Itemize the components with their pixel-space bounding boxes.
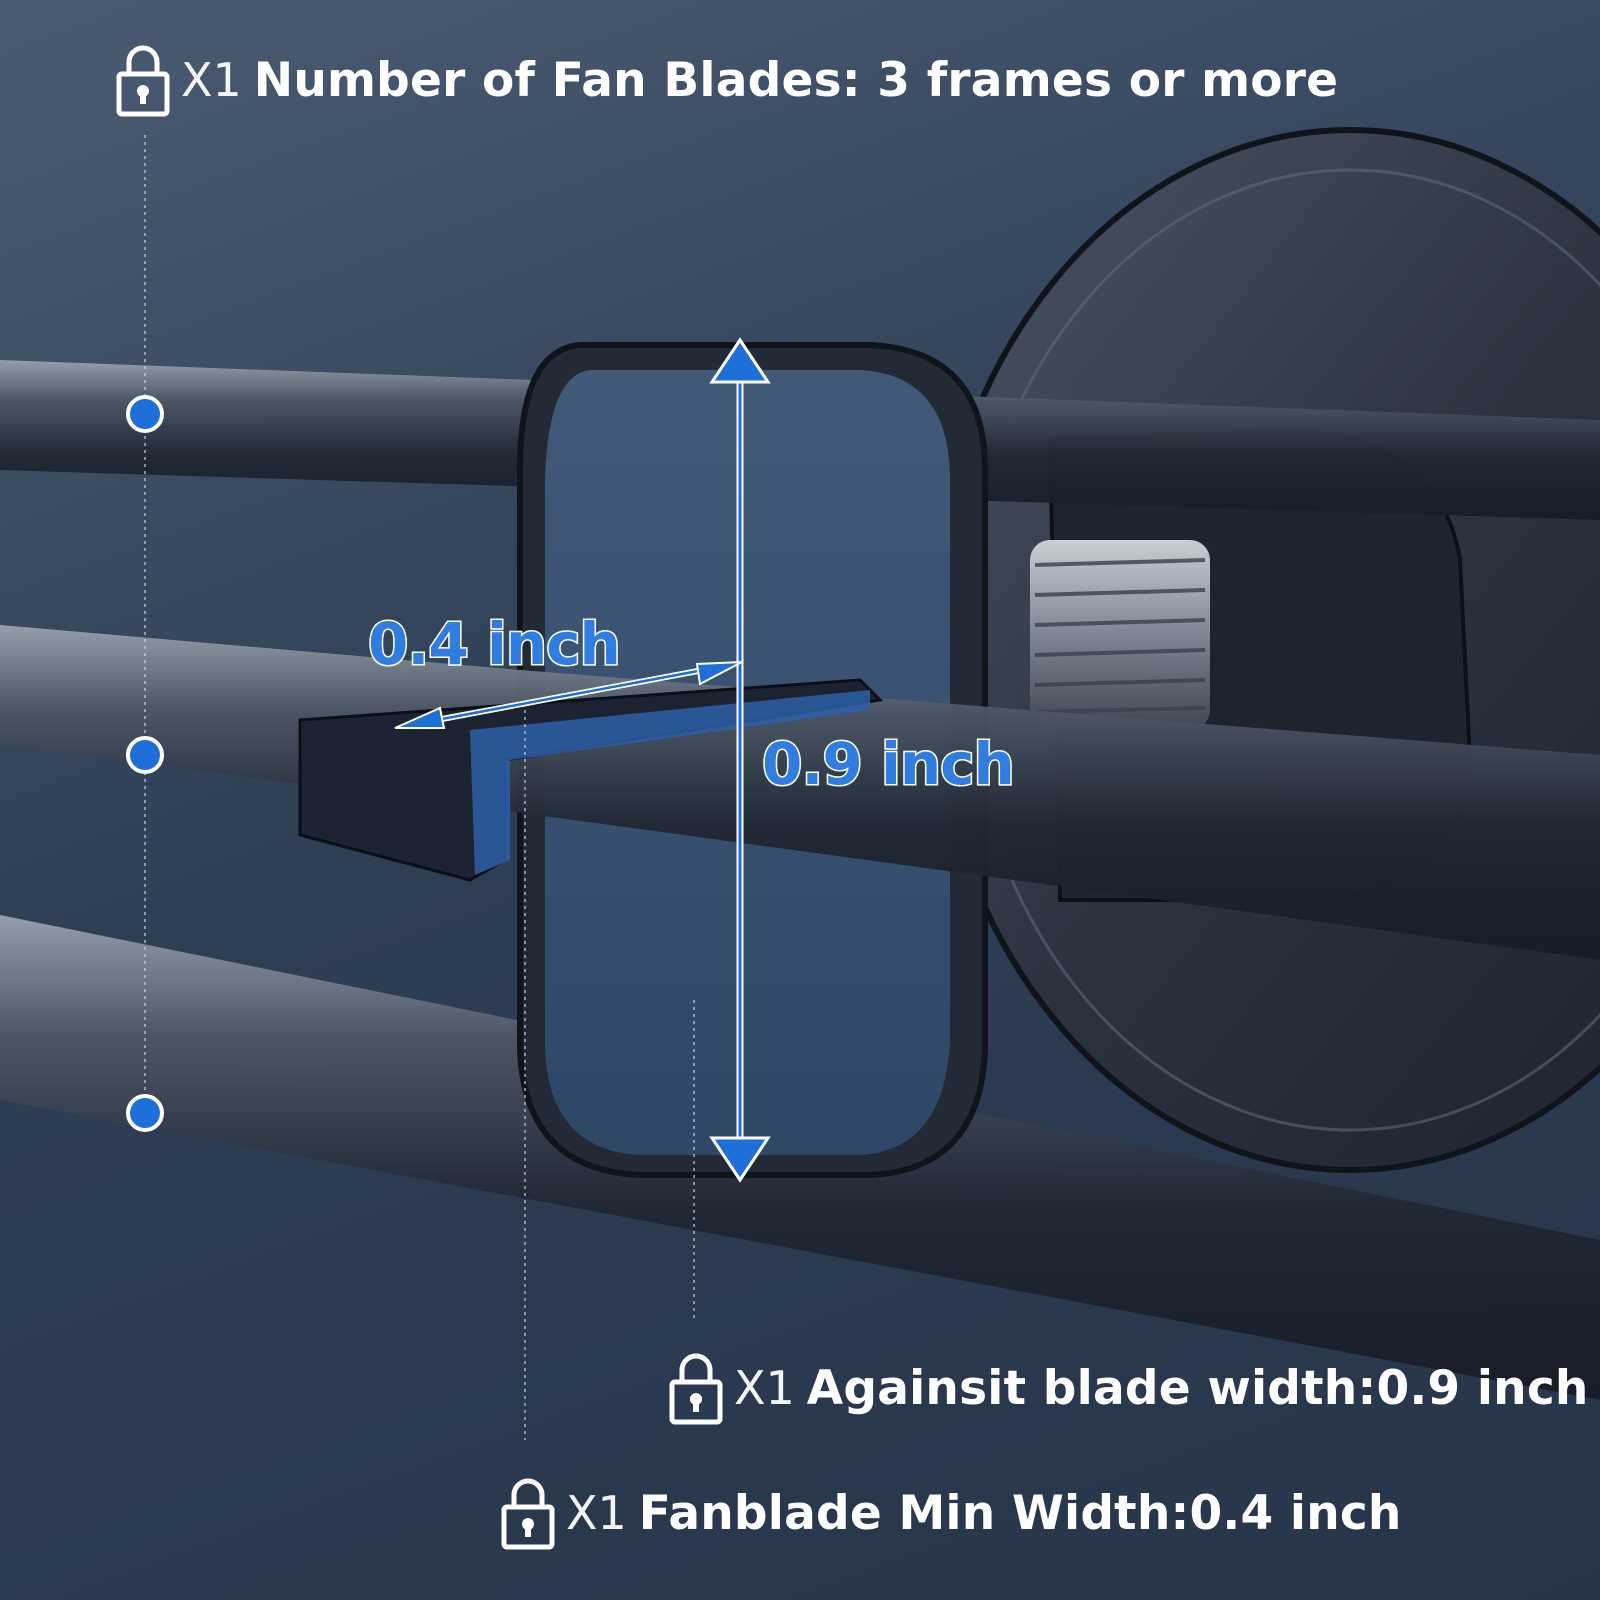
height-dimension-arrow [709,337,771,1183]
caption-quantity: X1 [566,1486,627,1540]
blade-markers [126,395,164,1132]
lock-icon [669,1353,723,1425]
guide-lines [144,135,695,1440]
width-dimension-label: 0.4 inch [367,609,623,680]
vent-clip [298,678,884,882]
lock-icon [116,45,170,117]
caption-quantity: X1 [734,1361,795,1415]
width-dimension-arrow [394,661,743,729]
caption-fan-blades: X1 Number of Fan Blades: 3 frames or mor… [115,42,1338,118]
caption-min-width: X1 Fanblade Min Width:0.4 inch [500,1475,1402,1551]
caption-blade-width: X1 Againsit blade width:0.9 inch [668,1350,1589,1426]
lock-icon [501,1478,555,1550]
caption-quantity: X1 [181,53,242,107]
blade-marker-dot [126,395,164,433]
caption-text: Againsit blade width:0.9 inch [806,1360,1589,1416]
height-dimension-label: 0.9 inch [761,729,1017,800]
blade-marker-dot [126,736,164,774]
blade-marker-dot [126,1094,164,1132]
caption-text: Fanblade Min Width:0.4 inch [638,1485,1402,1541]
caption-text: Number of Fan Blades: 3 frames or more [253,52,1339,108]
vent-blade-middle [0,625,1600,960]
